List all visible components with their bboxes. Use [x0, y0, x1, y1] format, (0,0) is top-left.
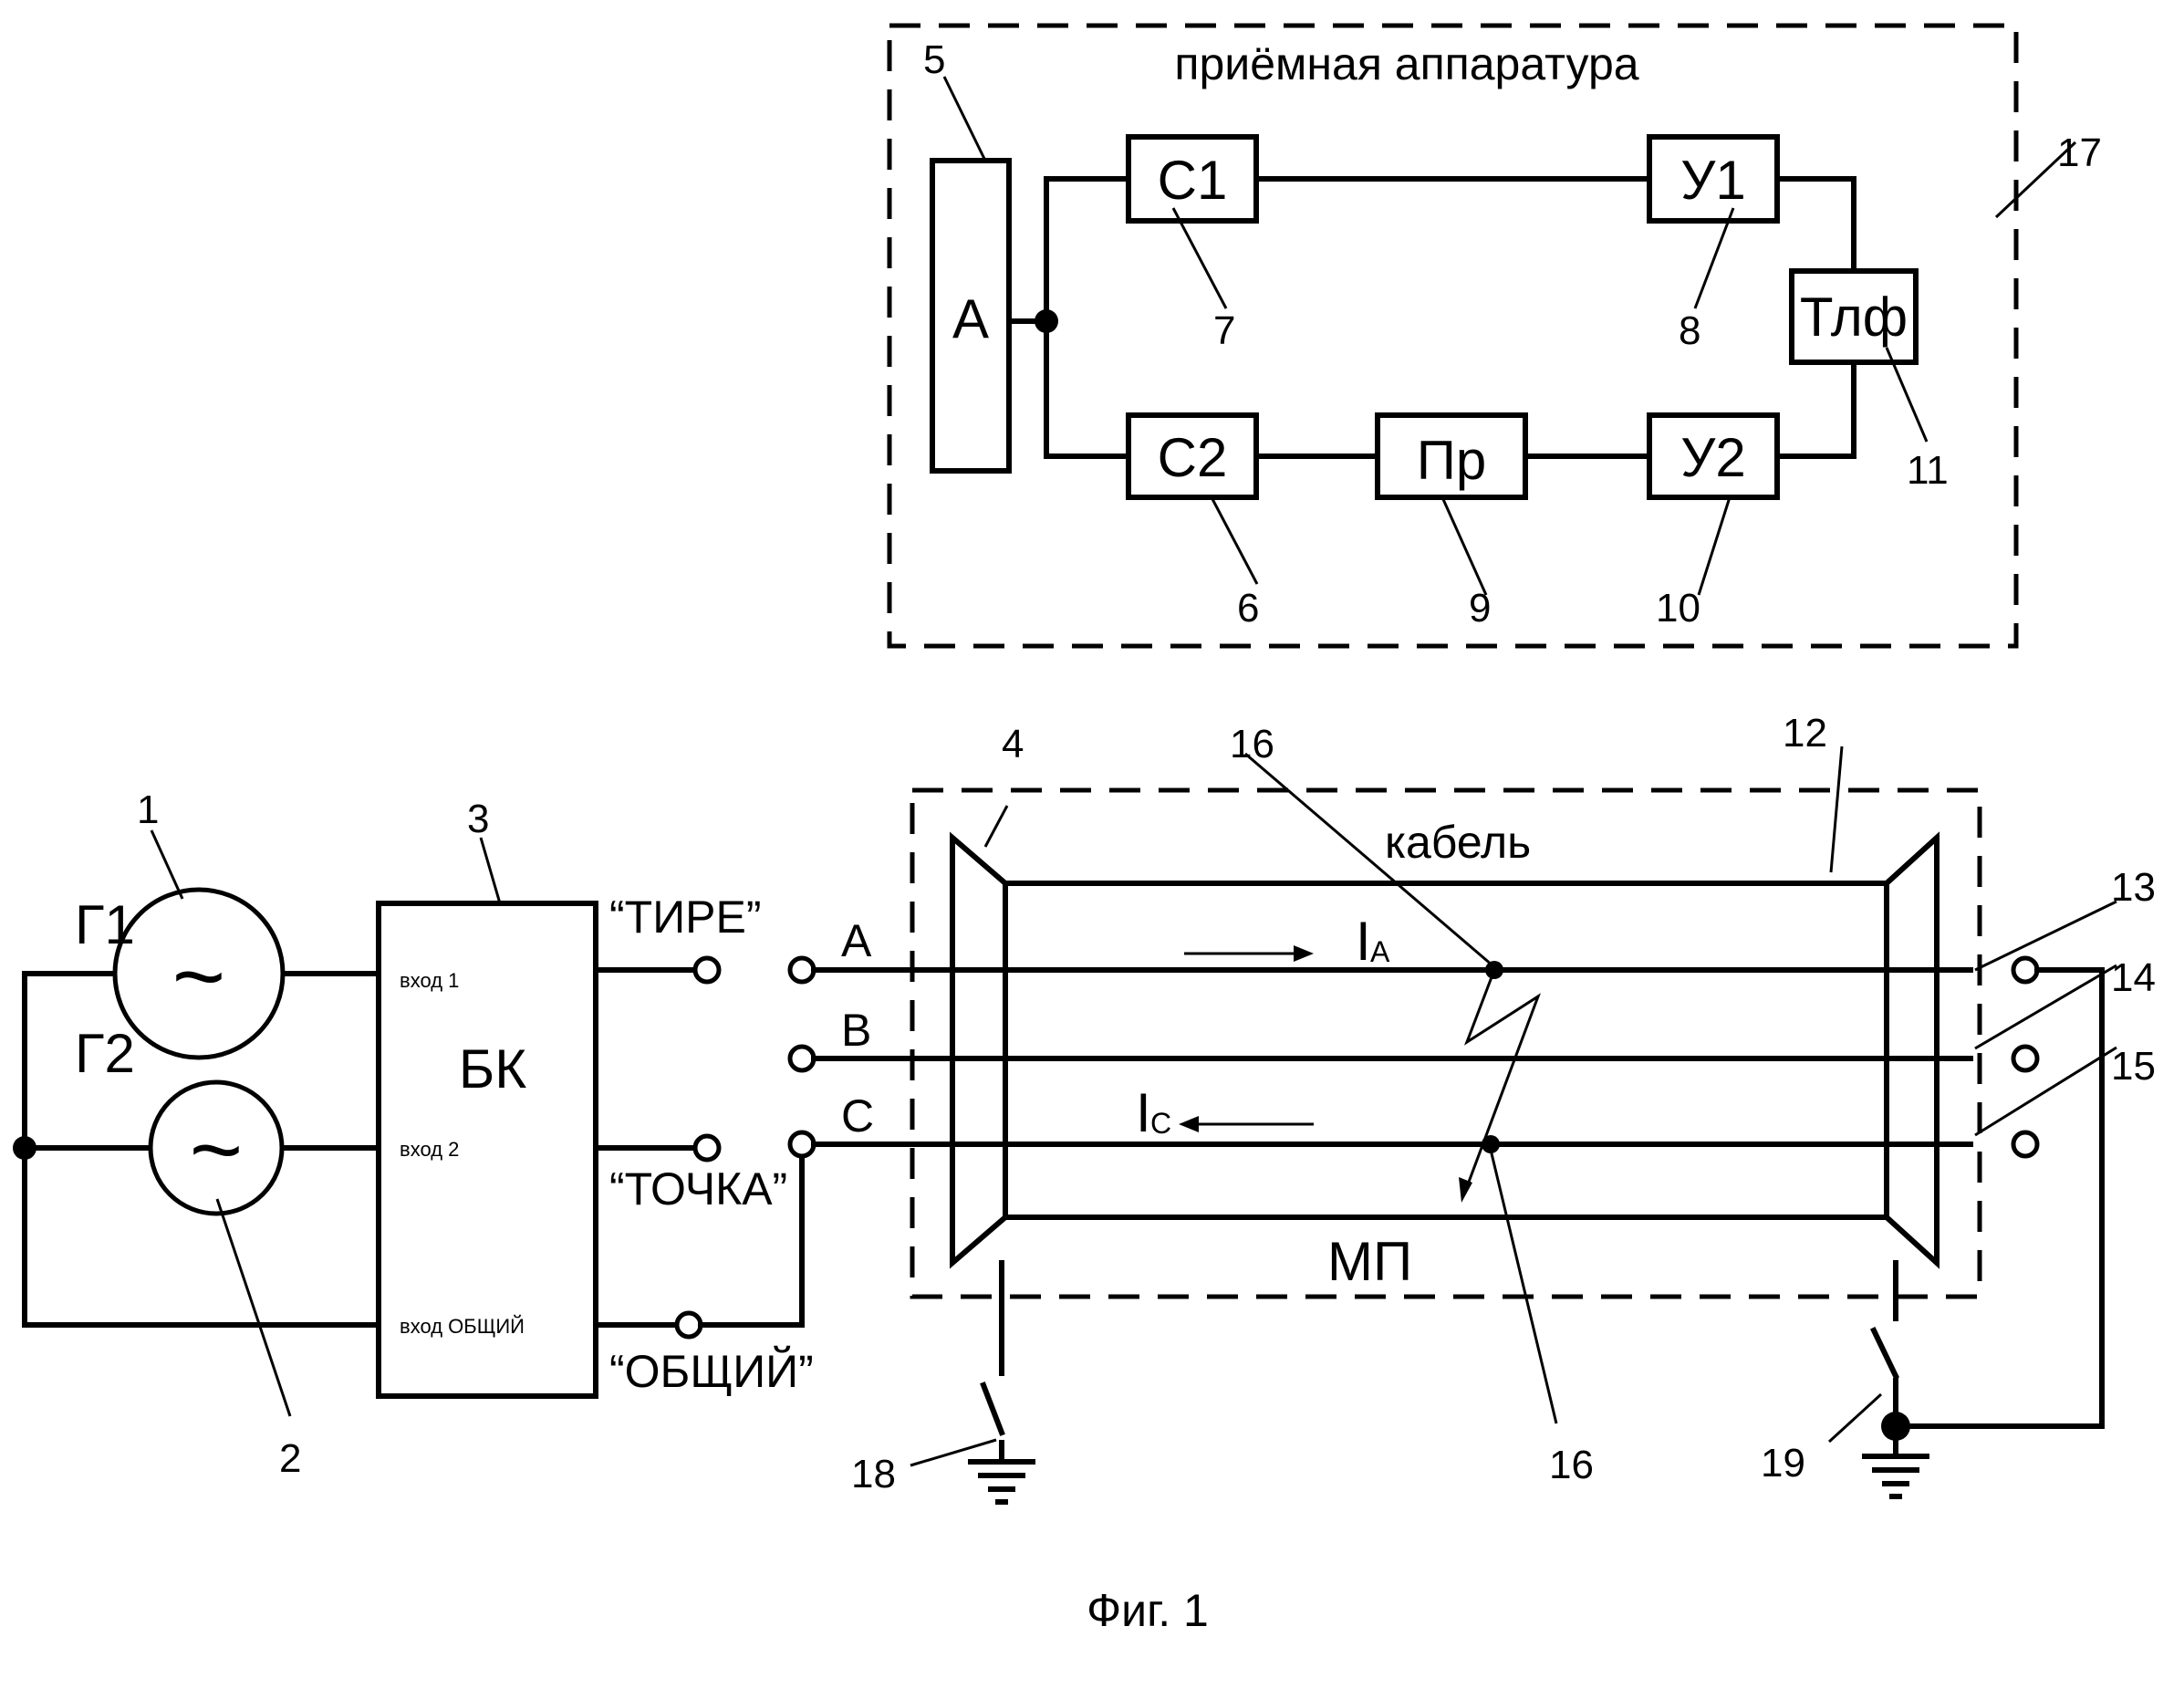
ref-4: 4 [1002, 722, 1024, 766]
remote-loop-wire [1893, 967, 2105, 1429]
amp1-label: У1 [1680, 150, 1745, 211]
current-c-subscript: С [1150, 1107, 1171, 1140]
current-c-label: I [1136, 1082, 1151, 1143]
amp2-label: У2 [1680, 427, 1745, 488]
ref-16-bottom: 16 [1549, 1443, 1594, 1487]
ref-2: 2 [279, 1436, 301, 1481]
ref-6: 6 [1237, 586, 1259, 631]
filter1-block [1126, 134, 1259, 224]
ref-10: 10 [1656, 586, 1700, 631]
cable-end-left [950, 831, 1008, 1269]
receiver-title: приёмная аппаратура [1174, 38, 1638, 89]
input-1-label: вход 1 [400, 969, 459, 992]
block-output-wires [593, 967, 698, 1328]
cable-sheath [1003, 881, 1889, 1220]
phase-b-label: В [841, 1005, 871, 1056]
cable-label: кабель [1385, 817, 1531, 868]
amp2-block [1647, 412, 1780, 500]
ref-15: 15 [2111, 1044, 2156, 1089]
phone-label: Тлф [1800, 287, 1908, 348]
ground-left-symbol [968, 1459, 1035, 1505]
out-common-label: “ОБЩИЙ” [609, 1345, 814, 1397]
phase-a-terminal[interactable] [787, 955, 816, 985]
receiver-leaders [942, 76, 2077, 596]
ref-13: 13 [2111, 865, 2156, 910]
common-jumper-wire [698, 1153, 805, 1328]
converter-label: Пр [1417, 430, 1487, 491]
current-a-subscript: А [1370, 935, 1390, 968]
switching-block [376, 901, 598, 1399]
ref-8: 8 [1679, 308, 1700, 353]
ref-18: 18 [851, 1452, 896, 1496]
current-a-label: I [1356, 911, 1371, 972]
fault-point-c [1482, 1135, 1500, 1153]
ref-5: 5 [923, 37, 945, 82]
switching-block-label: БК [459, 1038, 526, 1100]
ref-19: 19 [1761, 1441, 1805, 1486]
input-2-label: вход 2 [400, 1138, 459, 1161]
input-common-label: вход ОБЩИЙ [400, 1315, 525, 1338]
ref-16-top: 16 [1230, 722, 1274, 766]
antenna-block [930, 158, 1012, 474]
filter2-label: С2 [1158, 427, 1228, 488]
receiver-enclosure [887, 23, 2019, 649]
ref-7: 7 [1213, 308, 1235, 353]
generator-2-label: Г2 [75, 1023, 135, 1084]
cable-leaders [910, 745, 2117, 1467]
generator-2-symbol: ~ [190, 1099, 243, 1201]
generator-1-symbol: ~ [172, 925, 225, 1027]
filter2-block [1126, 412, 1259, 500]
ground-left-switch [980, 1381, 1005, 1436]
terminal-15[interactable] [2011, 1130, 2040, 1159]
generator-2 [148, 1079, 285, 1216]
phase-a-label: А [841, 915, 872, 966]
antenna-label: А [952, 288, 989, 349]
ref-12: 12 [1783, 711, 1827, 756]
cable-section: А В С кабель МП I А I С [787, 711, 2156, 1505]
ref-17: 17 [2057, 130, 2102, 175]
generator-1 [112, 887, 286, 1060]
ground-right-switch [1869, 1326, 1900, 1381]
ground-right-junction-dot [1881, 1412, 1910, 1441]
generator-1-label: Г1 [75, 894, 135, 955]
phase-c-label: С [841, 1090, 874, 1142]
transmitter-section: ~ ~ Г1 Г2 1 2 3 БК вход 1 вход 2 вход ОБ… [13, 787, 814, 1481]
cable-end-right [1884, 831, 1940, 1269]
receiver-section: приёмная аппаратура А С1 С2 Пр У1 У2 Тлф… [887, 23, 2102, 649]
out-dot-terminal[interactable] [692, 1133, 722, 1162]
out-dot-label: “ТОЧКА” [609, 1163, 787, 1215]
sheath-label: МП [1327, 1231, 1412, 1292]
out-common-terminal[interactable] [674, 1310, 703, 1340]
amp1-block [1647, 134, 1780, 224]
ref-14: 14 [2111, 955, 2156, 1000]
ref-11: 11 [1907, 448, 1949, 493]
figure-caption: Фиг. 1 [1087, 1585, 1209, 1636]
current-a-arrowhead [1294, 945, 1314, 962]
terminal-13[interactable] [2011, 955, 2040, 985]
ref-3: 3 [467, 797, 489, 841]
filter1-label: С1 [1158, 150, 1228, 211]
converter-block [1375, 412, 1528, 500]
phase-c-terminal[interactable] [787, 1130, 816, 1159]
generator-leaders [150, 829, 502, 1417]
phone-block [1789, 268, 1919, 365]
out-dash-label: “ТИРЕ” [609, 891, 761, 943]
fault-zigzag [1463, 969, 1541, 1193]
out-dash-terminal[interactable] [692, 955, 722, 985]
ground-right-symbol [1862, 1454, 1929, 1499]
antenna-junction-dot [1035, 309, 1058, 333]
current-c-arrowhead [1179, 1116, 1199, 1132]
ref-1: 1 [137, 787, 159, 832]
ref-9: 9 [1469, 586, 1491, 631]
fault-arrowhead [1459, 1177, 1472, 1203]
phase-b-terminal[interactable] [787, 1044, 816, 1073]
terminal-14[interactable] [2011, 1044, 2040, 1073]
generator-common-dot [13, 1136, 36, 1160]
